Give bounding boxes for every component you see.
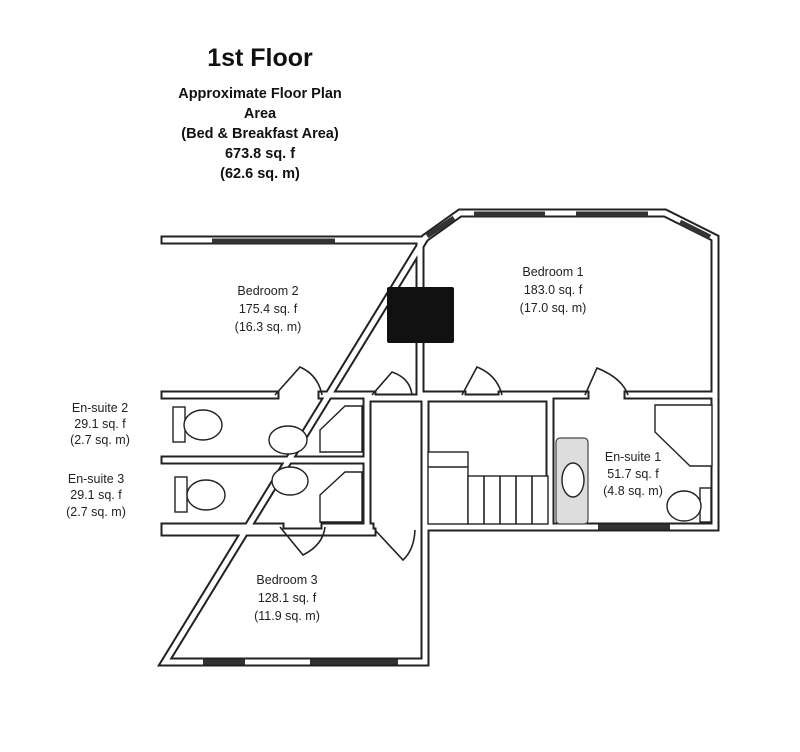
chimney-breast	[387, 287, 454, 343]
toilet-icon	[666, 490, 702, 522]
svg-text:Bedroom 3: Bedroom 3	[256, 573, 317, 587]
toilet-cistern	[174, 476, 188, 513]
room-en-suite-2: En-suite 2 29.1 sq. f (2.7 sq. m)	[70, 401, 130, 447]
room-bedroom-3: Bedroom 3 128.1 sq. f (11.9 sq. m)	[254, 573, 320, 623]
total-area-ft: 673.8 sq. f	[224, 146, 296, 162]
svg-text:En-suite 1: En-suite 1	[605, 450, 661, 464]
svg-text:Bedroom 1: Bedroom 1	[522, 265, 583, 279]
shower-icon	[319, 405, 363, 453]
subtitle-line: Approximate Floor Plan	[178, 86, 342, 102]
room-en-suite-1: En-suite 1 51.7 sq. f (4.8 sq. m)	[603, 450, 663, 498]
svg-text:(2.7 sq. m): (2.7 sq. m)	[70, 433, 130, 447]
toilet-icon	[186, 479, 226, 511]
shower-icon	[654, 404, 713, 467]
total-area-m: (62.6 sq. m)	[220, 166, 300, 182]
room-labels: Bedroom 2 175.4 sq. f (16.3 sq. m) Bedro…	[66, 265, 663, 623]
svg-text:En-suite 3: En-suite 3	[68, 472, 124, 486]
svg-text:(11.9 sq. m): (11.9 sq. m)	[254, 609, 320, 623]
svg-text:175.4 sq. f: 175.4 sq. f	[239, 302, 298, 316]
room-bedroom-1: Bedroom 1 183.0 sq. f (17.0 sq. m)	[520, 265, 587, 315]
subtitle-line: Area	[243, 106, 277, 122]
svg-text:En-suite 2: En-suite 2	[72, 401, 128, 415]
svg-text:29.1 sq. f: 29.1 sq. f	[70, 488, 122, 502]
sink-icon	[271, 466, 309, 496]
svg-text:Bedroom 2: Bedroom 2	[237, 284, 298, 298]
toilet-cistern	[172, 406, 186, 443]
floor-title: 1st Floor	[207, 44, 313, 72]
room-bedroom-2: Bedroom 2 175.4 sq. f (16.3 sq. m)	[235, 284, 302, 334]
windows	[203, 211, 712, 665]
sink-icon	[561, 462, 585, 498]
room-en-suite-3: En-suite 3 29.1 sq. f (2.7 sq. m)	[66, 472, 126, 519]
floor-area-summary: Approximate Floor Plan Area (Bed & Break…	[130, 84, 390, 184]
doors	[274, 365, 629, 562]
sink-icon	[268, 425, 308, 455]
svg-text:183.0 sq. f: 183.0 sq. f	[524, 283, 583, 297]
subtitle-line: (Bed & Breakfast Area)	[181, 126, 339, 142]
svg-text:(17.0 sq. m): (17.0 sq. m)	[520, 301, 587, 315]
bathroom-fixtures	[172, 404, 713, 525]
svg-text:(2.7 sq. m): (2.7 sq. m)	[66, 505, 126, 519]
svg-text:(4.8 sq. m): (4.8 sq. m)	[603, 484, 663, 498]
svg-text:(16.3 sq. m): (16.3 sq. m)	[235, 320, 302, 334]
walls	[156, 208, 720, 667]
shower-icon	[319, 471, 363, 523]
staircase	[427, 451, 549, 525]
svg-text:51.7 sq. f: 51.7 sq. f	[607, 467, 659, 481]
svg-text:29.1 sq. f: 29.1 sq. f	[74, 417, 126, 431]
toilet-icon	[183, 409, 223, 441]
svg-text:128.1 sq. f: 128.1 sq. f	[258, 591, 317, 605]
